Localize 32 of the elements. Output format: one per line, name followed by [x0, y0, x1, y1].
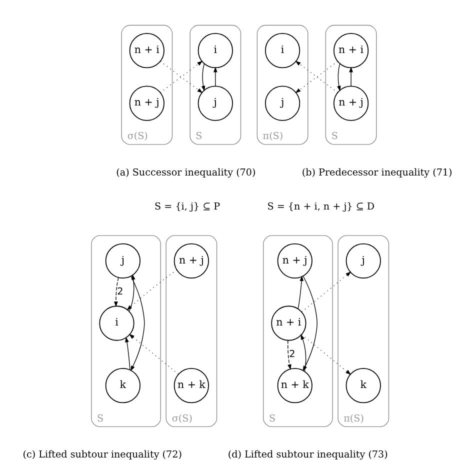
- node-circle: n + i: [332, 33, 368, 68]
- label: (d) Lifted subtour inequality (73): [227, 450, 388, 461]
- arrow: [124, 336, 130, 370]
- arrow: [300, 334, 351, 375]
- label: (c) Lifted subtour inequality (72): [22, 450, 182, 461]
- arrow: [212, 66, 217, 86]
- arrow: [287, 340, 291, 370]
- arrow: [128, 334, 178, 375]
- node-circle: n + j: [128, 86, 164, 121]
- node-circle: n + k: [173, 368, 208, 404]
- arrow: [300, 334, 306, 372]
- node-circle: n + j: [173, 243, 208, 278]
- arrow: [114, 277, 118, 308]
- node-circle: n + i: [128, 33, 164, 68]
- label: S = {n + i, n + j} ⊆ D: [266, 202, 374, 213]
- node-circle: n + j: [276, 243, 312, 278]
- arrow: [200, 63, 205, 92]
- edge-label: 2: [116, 286, 123, 298]
- arrow: [128, 274, 135, 312]
- arrow: [130, 276, 144, 372]
- arrow: [297, 276, 304, 310]
- arrow: [302, 276, 317, 372]
- node-circle: k: [104, 368, 140, 404]
- arrow: [300, 272, 351, 312]
- label: (a) Successor inequality (70): [116, 167, 256, 178]
- label: (b) Predecessor inequality (71): [301, 167, 452, 178]
- label: S = {i, j} ⊆ P: [154, 202, 220, 213]
- node-circle: n + k: [276, 368, 312, 404]
- arrow: [348, 66, 352, 86]
- edge-label: 2: [288, 348, 295, 360]
- arrow: [336, 63, 340, 92]
- node-circle: j: [104, 243, 140, 278]
